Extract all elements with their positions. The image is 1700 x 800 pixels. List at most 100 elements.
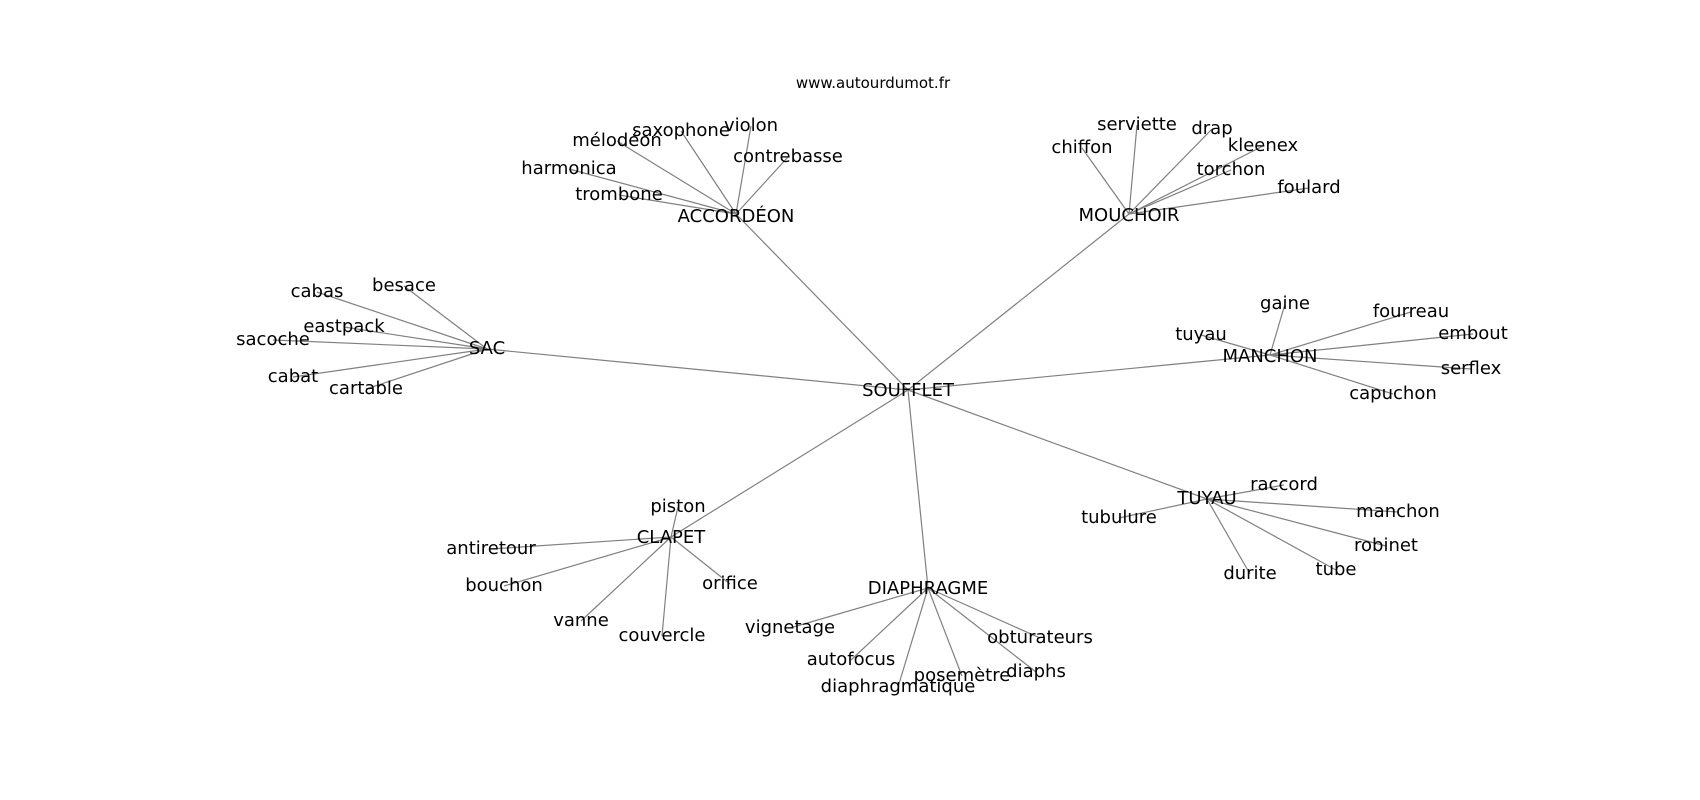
edge-accordeon-violon bbox=[735, 125, 752, 215]
leaf-node-vignetage: vignetage bbox=[745, 617, 835, 638]
leaf-node-trombone: trombone bbox=[575, 184, 663, 205]
leaf-node-vanne: vanne bbox=[553, 610, 609, 631]
edge-clapet-antiretour bbox=[490, 536, 672, 550]
edge-manchon-embout bbox=[1269, 333, 1474, 356]
leaf-node-fourreau: fourreau bbox=[1373, 301, 1449, 322]
hub-node-tuyau: TUYAU bbox=[1176, 488, 1236, 509]
edge-tuyau-robinet bbox=[1206, 498, 1387, 547]
leaf-node-serflex: serflex bbox=[1441, 358, 1502, 379]
hub-node-manchon: MANCHON bbox=[1222, 346, 1317, 367]
leaf-node-manchon: manchon bbox=[1356, 501, 1440, 522]
labels-layer: SOUFFLETACCORDÉONviolonsaxophonemélodéon… bbox=[236, 114, 1508, 697]
leaf-node-kleenex: kleenex bbox=[1228, 135, 1299, 156]
edge-mouchoir-chiffon bbox=[1081, 147, 1130, 215]
leaf-node-eastpack: eastpack bbox=[303, 316, 385, 337]
edge-tuyau-durite bbox=[1206, 498, 1251, 575]
edge-tuyau-raccord bbox=[1206, 484, 1285, 500]
edge-clapet-couvercle bbox=[661, 536, 672, 637]
edge-sac-cartable bbox=[365, 348, 488, 390]
leaf-node-couvercle: couvercle bbox=[618, 625, 705, 646]
edge-accordeon-saxophone bbox=[680, 130, 737, 215]
leaf-node-raccord: raccord bbox=[1250, 474, 1318, 495]
edge-mouchoir-serviette bbox=[1128, 124, 1138, 215]
edge-souffle-diaphragme bbox=[907, 389, 929, 589]
leaf-node-diaphs: diaphs bbox=[1006, 661, 1066, 682]
edge-mouchoir-foulard bbox=[1128, 187, 1310, 215]
leaf-node-cartable: cartable bbox=[329, 378, 403, 399]
edge-clapet-bouchon bbox=[503, 536, 672, 587]
hub-node-sac: SAC bbox=[469, 338, 505, 359]
edge-mouchoir-drap bbox=[1128, 128, 1213, 215]
leaf-node-melodeon: mélodéon bbox=[572, 130, 662, 151]
edge-clapet-piston bbox=[670, 506, 679, 538]
edge-manchon-capuchon bbox=[1269, 354, 1394, 395]
leaf-node-chiffon: chiffon bbox=[1051, 137, 1112, 158]
leaf-node-capuchon: capuchon bbox=[1349, 383, 1437, 404]
edge-sac-eastpack bbox=[343, 326, 488, 350]
edge-diaphragme-autofocus bbox=[850, 587, 929, 661]
edge-mouchoir-kleenex bbox=[1128, 145, 1264, 215]
edge-clapet-orifice bbox=[670, 536, 731, 585]
leaf-node-torchon: torchon bbox=[1197, 159, 1266, 180]
leaf-node-bouchon: bouchon bbox=[465, 575, 543, 596]
edge-sac-sacoche bbox=[272, 339, 488, 350]
leaf-node-embout: embout bbox=[1438, 323, 1508, 344]
leaf-node-tube: tube bbox=[1316, 559, 1357, 580]
leaf-node-diaphragmatique: diaphragmatique bbox=[821, 676, 976, 697]
leaf-node-robinet: robinet bbox=[1354, 535, 1418, 556]
edge-accordeon-trombone bbox=[618, 194, 737, 215]
edge-accordeon-harmonica bbox=[568, 168, 737, 215]
edge-manchon-serflex bbox=[1269, 354, 1472, 370]
leaf-node-obturateurs: obturateurs bbox=[987, 627, 1093, 648]
edge-souffle-mouchoir bbox=[907, 213, 1130, 391]
edge-sac-cabas bbox=[316, 291, 488, 350]
edge-accordeon-melodeon bbox=[616, 140, 737, 215]
edge-souffle-sac bbox=[486, 348, 909, 391]
edges-layer bbox=[272, 124, 1474, 688]
edge-mouchoir-torchon bbox=[1128, 169, 1232, 215]
leaf-node-cabat: cabat bbox=[268, 366, 318, 387]
leaf-node-besace: besace bbox=[372, 275, 436, 296]
edge-souffle-tuyau bbox=[907, 389, 1208, 500]
leaf-node-saxophone: saxophone bbox=[632, 120, 730, 141]
leaf-node-durite: durite bbox=[1223, 563, 1276, 584]
leaf-node-tubulure: tubulure bbox=[1081, 507, 1157, 528]
leaf-node-harmonica: harmonica bbox=[521, 158, 616, 179]
hub-node-accordeon: ACCORDÉON bbox=[678, 205, 795, 227]
leaf-node-autofocus: autofocus bbox=[807, 649, 896, 670]
edge-diaphragme-obturateurs bbox=[927, 587, 1041, 639]
edge-diaphragme-diaphragmatique bbox=[897, 587, 929, 688]
leaf-node-tuyau: tuyau bbox=[1175, 324, 1227, 345]
edge-diaphragme-vignetage bbox=[789, 587, 929, 629]
leaf-node-posemetre: posemètre bbox=[914, 665, 1011, 686]
edge-tuyau-manchon bbox=[1206, 498, 1399, 513]
leaf-node-antiretour: antiretour bbox=[446, 538, 536, 559]
leaf-node-serviette: serviette bbox=[1097, 114, 1177, 135]
leaf-node-foulard: foulard bbox=[1277, 177, 1340, 198]
hub-node-mouchoir: MOUCHOIR bbox=[1079, 205, 1180, 226]
edge-manchon-fourreau bbox=[1269, 311, 1412, 356]
leaf-node-drap: drap bbox=[1191, 118, 1232, 139]
hub-node-diaphragme: DIAPHRAGME bbox=[868, 578, 989, 599]
source-watermark: www.autourdumot.fr bbox=[796, 74, 951, 92]
edge-manchon-tuyau bbox=[1200, 334, 1271, 356]
leaf-node-contrebasse: contrebasse bbox=[733, 146, 843, 167]
edge-sac-besace bbox=[403, 285, 488, 350]
edge-souffle-manchon bbox=[907, 354, 1271, 391]
edge-tuyau-tubulure bbox=[1118, 498, 1208, 519]
edge-accordeon-contrebasse bbox=[735, 156, 789, 215]
edge-clapet-vanne bbox=[580, 536, 672, 622]
edge-sac-cabat bbox=[292, 348, 488, 378]
leaf-node-piston: piston bbox=[650, 496, 705, 517]
leaf-node-gaine: gaine bbox=[1260, 293, 1310, 314]
edge-souffle-accordeon bbox=[735, 213, 909, 391]
center-node-label: SOUFFLET bbox=[862, 380, 955, 401]
leaf-node-cabas: cabas bbox=[291, 281, 344, 302]
leaf-node-sacoche: sacoche bbox=[236, 329, 310, 350]
edge-manchon-gaine bbox=[1269, 303, 1286, 356]
edge-diaphragme-diaphs bbox=[927, 587, 1037, 673]
leaf-node-orifice: orifice bbox=[702, 573, 758, 594]
edge-souffle-clapet bbox=[670, 389, 909, 538]
edge-tuyau-tube bbox=[1206, 498, 1337, 571]
